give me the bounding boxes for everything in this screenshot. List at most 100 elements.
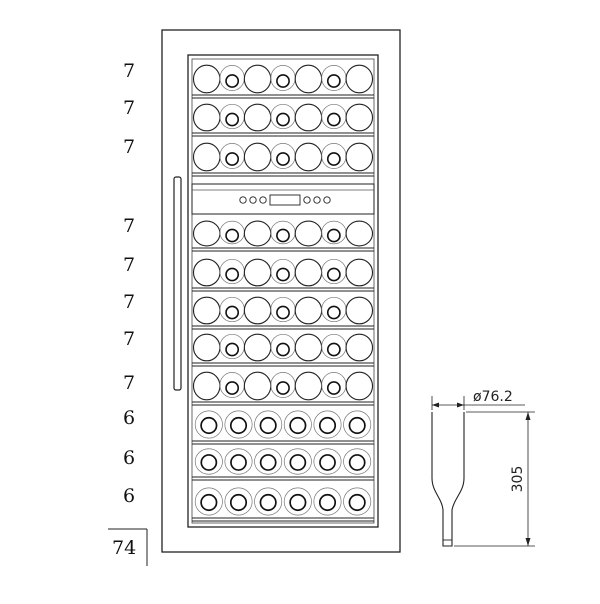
shelf — [192, 410, 374, 445]
shelf — [192, 333, 374, 367]
bottle-neck — [289, 416, 307, 435]
bottle-neck — [318, 493, 337, 512]
bottle-neck — [276, 152, 290, 166]
bottle-neck — [225, 267, 240, 282]
bottle-base — [243, 142, 272, 172]
bottle-base — [294, 333, 323, 362]
shelf-bottle-count: 6 — [122, 407, 136, 429]
bottle-base — [192, 142, 221, 172]
bottle-shoulder — [219, 220, 245, 245]
shelf-bottle-count: 7 — [122, 254, 136, 276]
bottle-shoulder — [224, 487, 253, 516]
bottle-base — [345, 296, 374, 325]
bottle-base — [243, 64, 272, 94]
bottle-neck — [229, 416, 248, 435]
bottle-shoulder — [270, 220, 296, 245]
shelf-bottle-count: 6 — [122, 447, 136, 469]
shelf-bottle-count: 7 — [122, 372, 136, 394]
bottle-base — [192, 296, 221, 325]
control-button — [249, 196, 257, 204]
bottle-shoulder — [194, 487, 223, 516]
bottle-neck — [326, 267, 341, 282]
control-button — [239, 196, 247, 204]
bottle-base — [294, 142, 323, 172]
bottle-neck — [276, 74, 290, 88]
bottle-neck — [319, 454, 336, 471]
bottle-base — [294, 103, 323, 132]
bottle-neck — [289, 454, 307, 471]
bottle-neck — [200, 454, 218, 471]
bottle-neck — [318, 416, 337, 435]
bottle-base — [345, 142, 374, 172]
shelf-bottle-count: 7 — [122, 97, 136, 119]
bottle-neck — [326, 152, 341, 166]
bottle-shoulder — [283, 410, 312, 439]
bottle-neck — [348, 493, 366, 512]
bottle-shoulder — [343, 410, 372, 439]
control-buttons-left — [239, 196, 267, 204]
control-buttons-right — [303, 196, 331, 204]
control-button — [323, 196, 331, 204]
control-button — [259, 196, 267, 204]
bottle-neck — [326, 74, 341, 88]
bottle-base — [345, 220, 374, 247]
shelf-bottle-count: 7 — [122, 328, 136, 350]
bottle-shoulder — [254, 410, 283, 439]
bottle-shoulder — [224, 410, 253, 439]
control-button — [303, 196, 311, 204]
bottle-base — [243, 371, 272, 401]
bottle-shoulder — [194, 410, 223, 439]
bottle-base — [345, 64, 374, 94]
cabinet-outer-frame — [161, 29, 401, 553]
bottle-base — [345, 333, 374, 362]
bottle-neck — [225, 381, 240, 395]
bottle-shoulder — [321, 220, 347, 245]
bottle-neck — [276, 228, 290, 243]
bottle-neck — [348, 416, 366, 435]
bottle-base — [192, 371, 221, 401]
bottle-neck — [225, 228, 240, 243]
bottle-base — [243, 258, 272, 287]
height-dimension — [454, 411, 535, 547]
shelf — [192, 487, 374, 522]
bottle-base — [192, 333, 221, 362]
bottle-base — [192, 220, 221, 247]
bottle-base — [192, 103, 221, 132]
bottle-neck — [229, 493, 248, 512]
bottle-neck — [225, 342, 240, 357]
diameter-dimension — [431, 396, 525, 410]
bottle-neck — [259, 493, 277, 512]
shelf — [192, 142, 374, 177]
bottle-shoulder — [254, 487, 283, 516]
shelf — [192, 103, 374, 137]
shelf-bottle-count: 7 — [122, 60, 136, 82]
shelf — [192, 448, 374, 481]
shelf-bottle-count: 7 — [122, 215, 136, 237]
bottle-neck — [276, 342, 290, 357]
bottle-neck — [259, 454, 277, 471]
bottle-neck — [276, 381, 290, 395]
door-handle — [173, 176, 182, 391]
bottle-neck — [326, 342, 341, 357]
shelf — [192, 258, 374, 292]
total-capacity: 74 — [112, 537, 137, 559]
bottle-neck — [326, 112, 341, 127]
total-bracket — [108, 528, 148, 566]
shelf-bottle-count: 7 — [122, 136, 136, 158]
bottle-shoulder — [343, 448, 372, 475]
shelf — [192, 64, 374, 99]
bottle-base — [294, 258, 323, 287]
bottle-base — [345, 371, 374, 401]
bottle-neck — [326, 228, 341, 243]
bottle-base — [243, 103, 272, 132]
bottle-shoulder — [194, 448, 223, 475]
display-screen — [269, 194, 301, 206]
bottle-neck — [348, 454, 366, 471]
control-button — [313, 196, 321, 204]
glass-door-frame — [187, 54, 379, 528]
bottle-base — [294, 296, 323, 325]
bottle-shoulder — [283, 487, 312, 516]
bottle-height-label: 305 — [510, 466, 526, 493]
shelf — [192, 296, 374, 330]
